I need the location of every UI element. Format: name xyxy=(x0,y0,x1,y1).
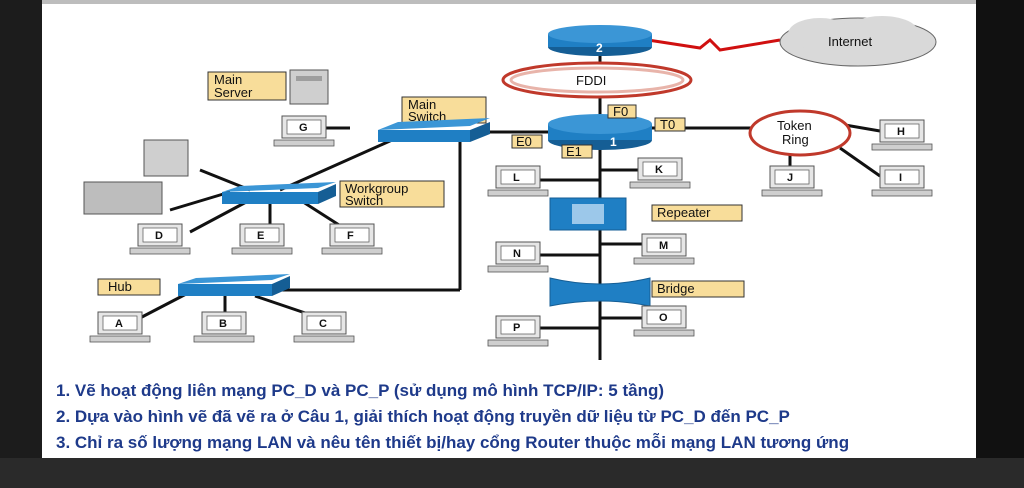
svg-text:K: K xyxy=(655,164,663,176)
fddi-ring: FDDI xyxy=(501,61,693,99)
pc-a: A xyxy=(89,311,151,343)
svg-text:E0: E0 xyxy=(516,134,532,149)
svg-text:F: F xyxy=(347,230,354,242)
port-e1: E1 xyxy=(561,144,593,159)
pc-f: F xyxy=(321,223,383,255)
token-ring: Token Ring xyxy=(748,109,852,157)
svg-text:L: L xyxy=(513,172,520,184)
svg-text:B: B xyxy=(219,318,227,330)
main-server-label-1: Main xyxy=(214,72,242,87)
pc-h: H xyxy=(871,119,933,151)
storage-device xyxy=(83,181,163,215)
port-t0: T0 xyxy=(654,117,686,132)
svg-text:D: D xyxy=(155,230,163,242)
pc-k: K xyxy=(629,157,691,189)
workgroup-switch-label-2: Switch xyxy=(345,193,383,208)
pc-l: L xyxy=(487,165,549,197)
workgroup-switch-label-1: Workgroup xyxy=(345,181,408,196)
svg-text:H: H xyxy=(897,126,905,138)
slide-top-bar xyxy=(42,0,976,4)
question-1: 1. Vẽ hoạt động liên mạng PC_D và PC_P (… xyxy=(56,381,665,400)
pc-d: D xyxy=(129,223,191,255)
fddi-label: FDDI xyxy=(576,73,606,88)
pc-b: B xyxy=(193,311,255,343)
internet-label: Internet xyxy=(828,34,872,49)
wan-link xyxy=(647,37,781,52)
pc-g: G xyxy=(273,115,335,147)
svg-text:N: N xyxy=(513,248,521,260)
repeater: Repeater xyxy=(549,197,743,231)
main-switch-label-2: Switch xyxy=(408,109,446,124)
bridge-label: Bridge xyxy=(657,281,695,296)
token-ring-label-1: Token xyxy=(777,118,812,133)
internet-cloud: Internet xyxy=(779,16,937,67)
pc-c: C xyxy=(293,311,355,343)
pc-m: M xyxy=(633,233,695,265)
question-list: 1. Vẽ hoạt động liên mạng PC_D và PC_P (… xyxy=(56,378,971,456)
svg-text:O: O xyxy=(659,312,668,324)
svg-text:M: M xyxy=(659,240,668,252)
bottom-border xyxy=(0,458,1024,488)
main-server-label-2: Server xyxy=(214,85,253,100)
token-ring-label-2: Ring xyxy=(782,132,809,147)
svg-text:G: G xyxy=(299,122,308,134)
pc-e: E xyxy=(231,223,293,255)
port-e0: E0 xyxy=(511,134,543,149)
pc-j: J xyxy=(761,165,823,197)
router-2-number: 2 xyxy=(596,41,603,55)
main-switch-label-1: Main xyxy=(408,97,436,112)
pc-i: I xyxy=(871,165,933,197)
router-2: 2 xyxy=(548,25,652,56)
svg-text:T0: T0 xyxy=(660,117,675,132)
svg-text:A: A xyxy=(115,318,123,330)
repeater-label: Repeater xyxy=(657,205,711,220)
right-border xyxy=(976,0,1024,458)
main-server: Main Server xyxy=(207,69,329,105)
svg-text:F0: F0 xyxy=(613,104,628,119)
svg-text:J: J xyxy=(787,172,793,184)
hub-label: Hub xyxy=(108,279,132,294)
main-switch: Main Switch xyxy=(378,96,490,142)
bridge: Bridge xyxy=(549,277,745,307)
router-1: 1 xyxy=(548,114,652,150)
hub: Hub xyxy=(97,274,290,296)
router-1-number: 1 xyxy=(610,135,617,149)
pc-o: O xyxy=(633,305,695,337)
svg-text:E: E xyxy=(257,230,264,242)
server-tower xyxy=(143,139,189,177)
svg-text:E1: E1 xyxy=(566,144,582,159)
links xyxy=(139,40,881,360)
svg-text:I: I xyxy=(899,172,902,184)
svg-text:C: C xyxy=(319,318,327,330)
pc-n: N xyxy=(487,241,549,273)
question-3: 3. Chỉ ra số lượng mạng LAN và nêu tên t… xyxy=(56,433,850,452)
port-f0: F0 xyxy=(607,104,637,119)
question-2: 2. Dựa vào hình vẽ đã vẽ ra ở Câu 1, giả… xyxy=(56,407,790,426)
pc-p: P xyxy=(487,315,549,347)
workgroup-switch: Workgroup Switch xyxy=(222,180,445,208)
svg-text:P: P xyxy=(513,322,520,334)
network-diagram: Internet 2 FDDI 1 F0 T0 E0 E1 Token xyxy=(83,16,937,360)
